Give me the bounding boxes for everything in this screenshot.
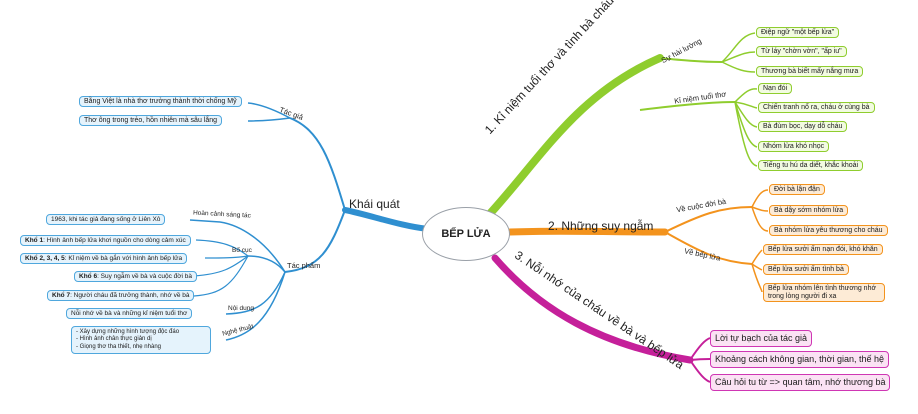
node-nghe-thuat: - Xây dựng những hình tượng độc đáo - Hì… (71, 326, 211, 354)
kho-7-head: Khổ 7 (52, 292, 71, 299)
kho-2-5-text: : Kỉ niệm về bà gắn với hình ảnh bếp lửa (64, 255, 183, 262)
node-thuong-ba: Thương bà biết mấy nắng mưa (756, 66, 864, 77)
node-hoan-canh: 1963, khi tác giả đang sống ở Liên Xô (46, 214, 166, 225)
node-tu-lay: Từ láy "chờn vờn", "ấp iu" (756, 46, 847, 57)
nghe-thuat-line-1: - Xây dựng những hình tượng độc đáo (76, 328, 180, 335)
node-kho-6: Khổ 6: Suy ngẫm về bà và cuộc đời bà (74, 271, 198, 282)
node-nan-doi: Nạn đói (758, 83, 793, 94)
central-topic: BẾP LỬA (422, 207, 510, 261)
node-bang-viet: Bằng Việt là nhà thơ trưởng thành thời c… (79, 96, 242, 107)
node-kho-2-5: Khổ 2, 3, 4, 5: Kỉ niệm về bà gắn với hì… (20, 253, 188, 264)
node-ba-nhom-lua: Bà nhóm lửa yêu thương cho cháu (769, 225, 888, 236)
node-loi-tu-bach: Lời tự bạch của tác giả (710, 330, 812, 347)
node-nhom-lua: Nhóm lửa khó nhọc (758, 141, 830, 152)
sub-label-bo-cuc: Bố cục (232, 247, 252, 254)
node-cau-hoi-tu-tu: Câu hỏi tu từ => quan tâm, nhớ thương bà (710, 374, 891, 391)
node-doi-ba: Đời bà lận đận (769, 184, 825, 195)
kho-2-5-head: Khổ 2, 3, 4, 5 (25, 255, 65, 262)
node-noi-dung: Nỗi nhớ về bà và những kỉ niệm tuổi thơ (66, 308, 193, 319)
node-diep-ngu: Điệp ngữ "một bếp lửa" (756, 27, 840, 38)
kho-6-head: Khổ 6 (79, 273, 98, 280)
sub-label-tac-pham: Tác phẩm (287, 261, 321, 270)
node-khoang-cach: Khoảng cách không gian, thời gian, thế h… (710, 351, 890, 368)
node-bep-lua-thuong-nho: Bếp lửa nhóm lên tình thương nhớ trong l… (763, 283, 885, 302)
node-ba-dum-boc: Bà đùm bọc, dạy dỗ cháu (758, 121, 848, 132)
nghe-thuat-line-2: - Hình ảnh chân thực giản dị (76, 336, 152, 343)
kho-6-text: : Suy ngẫm về bà và cuộc đời bà (97, 273, 193, 280)
kho-7-text: : Người cháu đã trưởng thành, nhớ về bà (70, 292, 190, 299)
node-tieng-tu-hu: Tiếng tu hú da diết, khắc khoải (758, 160, 864, 171)
kho-1-head: Khổ 1 (25, 237, 44, 244)
node-kho-1: Khổ 1: Hình ảnh bếp lửa khơi nguồn cho d… (20, 235, 191, 246)
node-bep-lua-nan-doi: Bếp lửa sưởi ấm nạn đói, khó khăn (763, 244, 883, 255)
branch-2-label: 2. Những suy ngẫm (548, 219, 654, 233)
branch-4-label: Khái quát (349, 197, 400, 211)
nghe-thuat-line-3: - Giọng thơ tha thiết, nhẹ nhàng (76, 343, 161, 350)
node-bep-lua-tinh-ba: Bếp lửa sưởi ấm tình bà (763, 264, 849, 275)
node-ba-day-som: Bà dậy sớm nhóm lửa (769, 205, 849, 216)
node-tho-ong: Thơ ông trong trẻo, hồn nhiên mà sâu lắn… (79, 115, 223, 126)
sub-label-noi-dung: Nội dung (228, 305, 255, 312)
node-chien-tranh: Chiến tranh nổ ra, cháu ở cùng bà (758, 102, 875, 113)
node-kho-7: Khổ 7: Người cháu đã trưởng thành, nhớ v… (47, 290, 195, 301)
kho-1-text: : Hình ảnh bếp lửa khơi nguồn cho dòng c… (43, 237, 186, 244)
